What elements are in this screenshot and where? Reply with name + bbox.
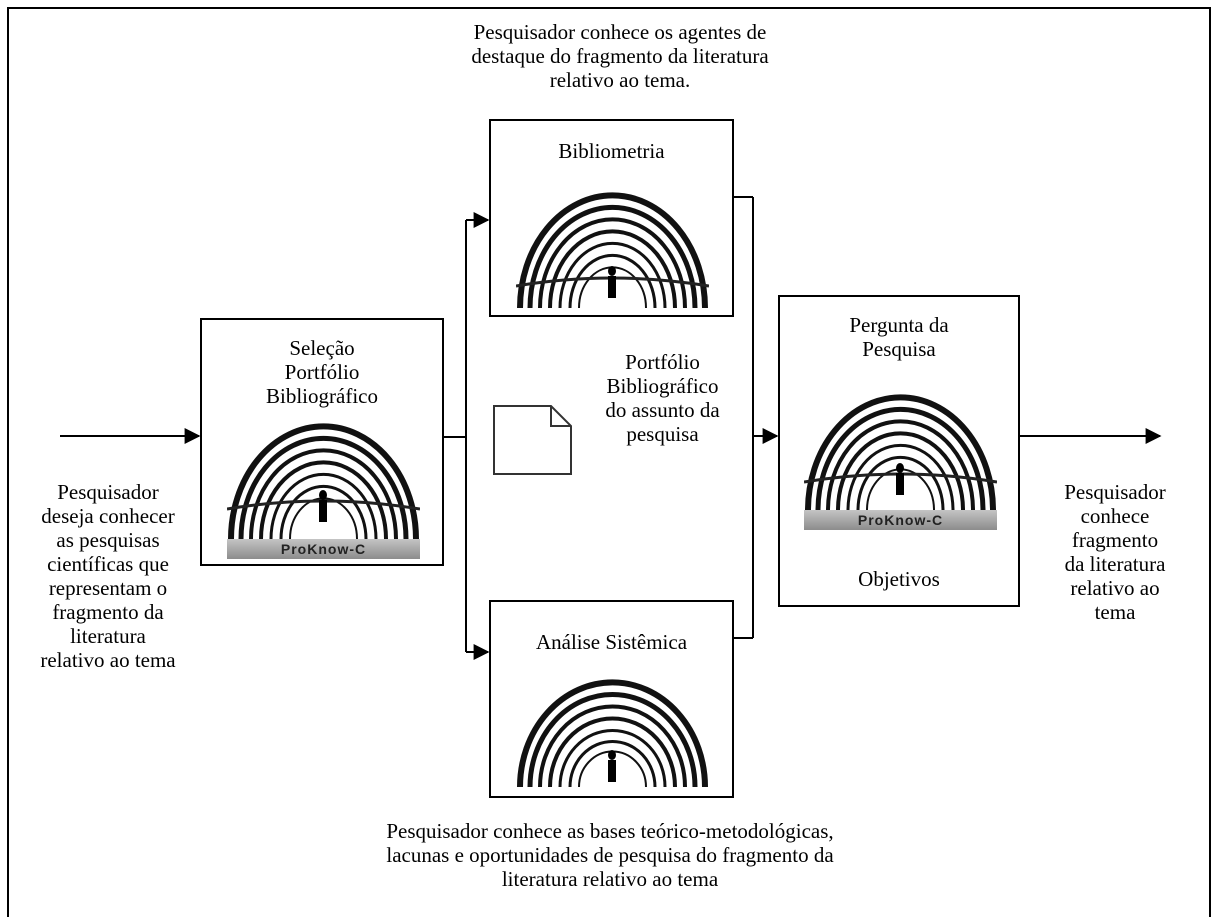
proknow-logo: ProKnow-C	[227, 423, 420, 559]
proknow-logo-text: ProKnow-C	[227, 539, 420, 559]
analise-sistemica-title: Análise Sistêmica	[535, 630, 688, 654]
selecao-portfolio-title: Seleção Portfólio Bibliográfico	[266, 336, 378, 408]
proknow-logo-text: ProKnow-C	[804, 510, 997, 530]
tunnel-icon	[516, 186, 709, 308]
portfolio-caption: Portfólio Bibliográfico do assunto da pe…	[605, 350, 720, 446]
tunnel-icon	[804, 394, 997, 510]
bibliometria-box: Bibliometria	[489, 119, 734, 317]
bibliometria-title: Bibliometria	[558, 139, 665, 163]
selecao-portfolio-box: Seleção Portfólio Bibliográfico ProKnow-…	[200, 318, 444, 566]
objetivos-label: Objetivos	[858, 567, 940, 591]
input-caption: Pesquisador deseja conhecer as pesquisas…	[40, 480, 176, 672]
tunnel-icon	[516, 677, 709, 787]
analise-sistemica-box: Análise Sistêmica	[489, 600, 734, 798]
tunnel-icon	[227, 423, 420, 539]
output-caption: Pesquisador conhece fragmento da literat…	[1064, 480, 1166, 624]
document-icon	[493, 405, 572, 475]
top-caption: Pesquisador conhece os agentes de destaq…	[471, 20, 769, 92]
pergunta-pesquisa-box: Pergunta da Pesquisa ProKnow-C Objetivos	[778, 295, 1020, 607]
proknow-logo: ProKnow-C	[804, 394, 997, 530]
bottom-caption: Pesquisador conhece as bases teórico-met…	[386, 819, 834, 891]
pergunta-pesquisa-title: Pergunta da Pesquisa	[849, 313, 949, 361]
